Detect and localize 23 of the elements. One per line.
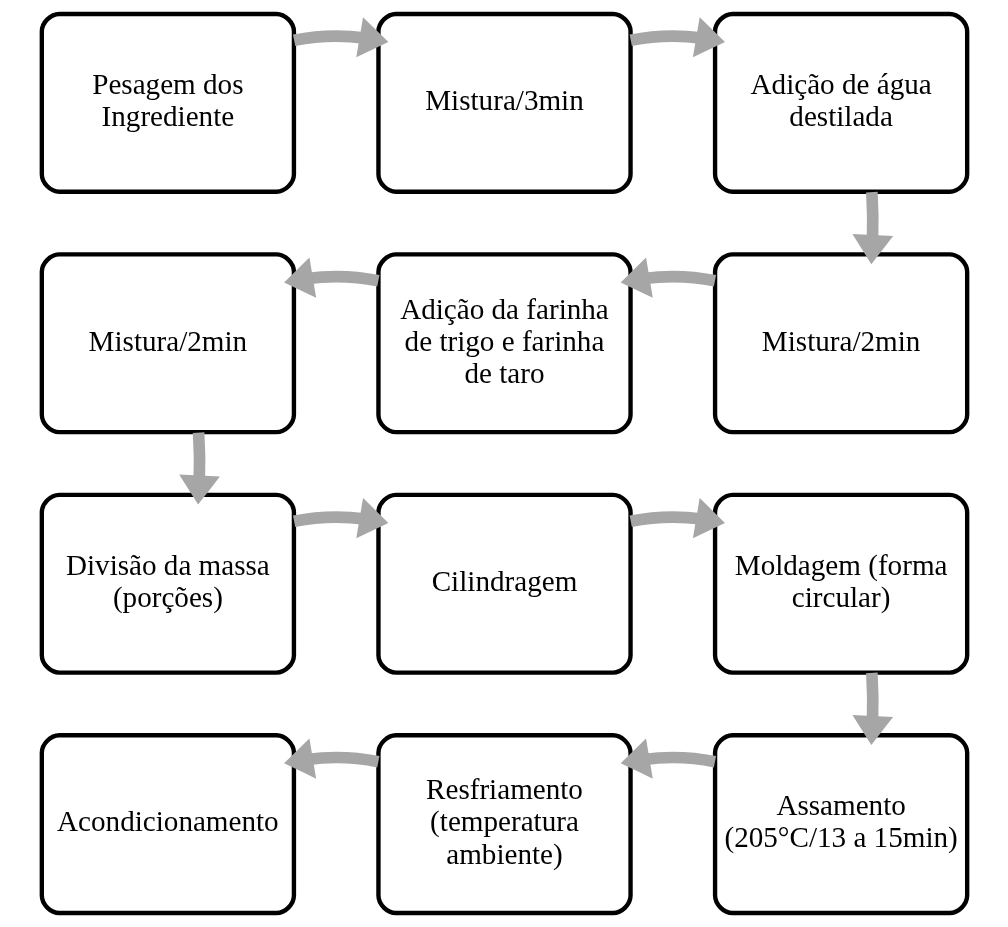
arrow xyxy=(178,432,220,505)
arrow xyxy=(851,191,893,265)
node-box: Resfriamento (temperatura ambiente) xyxy=(375,733,633,916)
node-box: Pesagem dos Ingrediente xyxy=(39,11,296,194)
node-box: Moldagem (forma circular) xyxy=(712,492,969,675)
arrow xyxy=(292,498,388,539)
arrow xyxy=(283,738,379,779)
node-box: Cilindragem xyxy=(375,492,633,675)
arrow xyxy=(629,17,725,58)
node-box: Acondicionamento xyxy=(39,733,296,916)
node-box: Mistura/2min xyxy=(712,252,969,435)
node-box: Adição de água destilada xyxy=(712,11,969,194)
node-box: Mistura/3min xyxy=(375,11,633,194)
node-box: Adição da farinha de trigo e farinha de taro xyxy=(375,252,633,435)
node-box: Mistura/2min xyxy=(39,252,296,435)
arrow xyxy=(292,17,388,58)
arrow xyxy=(851,672,893,746)
arrow xyxy=(629,498,725,539)
node-box: Assamento (205°C/13 a 15min) xyxy=(712,733,969,916)
node-box: Divisão da massa (porções) xyxy=(39,492,296,675)
arrow xyxy=(620,738,716,779)
arrow xyxy=(620,257,716,298)
arrow xyxy=(283,257,379,298)
